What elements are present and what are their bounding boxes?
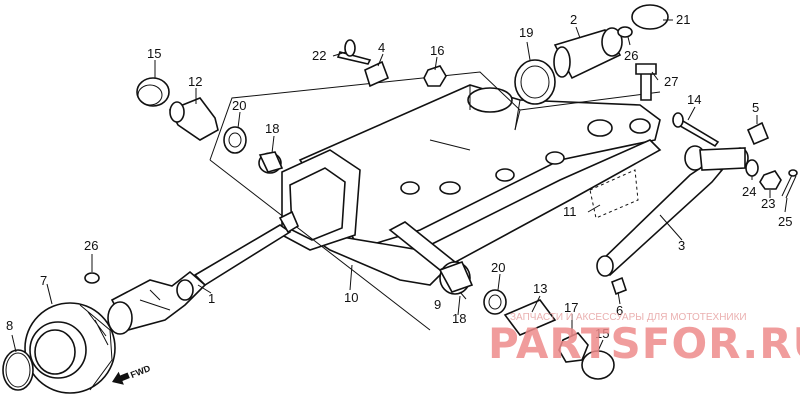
callout-19: 19 xyxy=(519,25,533,40)
callout-9: 9 xyxy=(434,297,441,312)
callout-6: 6 xyxy=(616,303,623,318)
callout-13: 13 xyxy=(533,281,547,296)
fwd-label: FWD xyxy=(129,363,152,380)
callout-4: 4 xyxy=(378,40,385,55)
nut-17 xyxy=(558,332,589,363)
callout-18a: 18 xyxy=(265,121,279,136)
callout-20b: 20 xyxy=(491,260,505,275)
group-outline xyxy=(209,71,661,331)
pin-25 xyxy=(781,169,798,199)
callout-labels: 1 2 3 4 5 6 7 8 9 10 11 12 13 14 15 15 1… xyxy=(6,12,792,341)
callout-14: 14 xyxy=(687,92,701,107)
callout-11: 11 xyxy=(563,204,577,219)
nut-16 xyxy=(423,65,447,87)
callout-1: 1 xyxy=(208,291,215,306)
callout-17: 17 xyxy=(564,300,578,315)
bearing-left xyxy=(223,126,247,154)
callout-5: 5 xyxy=(752,100,759,115)
callout-23: 23 xyxy=(761,196,775,211)
collar-left xyxy=(258,151,284,174)
plate-4 xyxy=(364,60,390,88)
pivot-bolt-left xyxy=(168,97,219,141)
forward-direction-marker: FWD xyxy=(112,363,152,385)
washer-24 xyxy=(745,159,759,177)
clip-left xyxy=(84,272,100,284)
callout-15a: 15 xyxy=(147,46,161,61)
watermark-brand: PARTSFOR.RU xyxy=(488,319,800,368)
watermark: ЗАПЧАСТИ И АКСЕССУАРЫ ДЛЯ МОТОТЕХНИКИ PA… xyxy=(488,312,800,368)
callout-2: 2 xyxy=(570,12,577,27)
callout-10: 10 xyxy=(344,290,358,305)
bolt-22 xyxy=(336,39,372,65)
callout-18b: 18 xyxy=(452,311,466,326)
callout-20a: 20 xyxy=(232,98,246,113)
bolt-27 xyxy=(635,63,657,101)
seal-19 xyxy=(514,59,556,105)
collar-5 xyxy=(746,121,770,146)
clip-26-top xyxy=(617,26,633,38)
boot-ring xyxy=(2,349,34,391)
callout-26b: 26 xyxy=(624,48,638,63)
leader-lines xyxy=(11,19,788,353)
callout-16: 16 xyxy=(430,43,444,58)
callout-22: 22 xyxy=(312,48,326,63)
callout-12: 12 xyxy=(188,74,202,89)
rubber-boot xyxy=(24,302,116,394)
cap-6 xyxy=(611,276,627,296)
callout-25: 25 xyxy=(778,214,792,229)
callout-21: 21 xyxy=(676,12,690,27)
collar-9 xyxy=(438,260,474,295)
cover-2 xyxy=(553,27,623,80)
callout-3: 3 xyxy=(678,238,685,253)
watermark-tagline: ЗАПЧАСТИ И АКСЕССУАРЫ ДЛЯ МОТОТЕХНИКИ xyxy=(510,312,747,323)
swingarm xyxy=(281,84,662,286)
callout-8: 8 xyxy=(6,318,13,333)
ring-21 xyxy=(631,4,669,30)
callout-27: 27 xyxy=(664,74,678,89)
callout-15b: 15 xyxy=(595,326,609,341)
nut-23 xyxy=(759,170,782,190)
torque-rod xyxy=(596,145,749,277)
bearing-right xyxy=(483,289,507,315)
callout-7: 7 xyxy=(40,273,47,288)
bolt-14 xyxy=(672,112,720,148)
dust-seal-left xyxy=(136,77,170,107)
pivot-bolt-right xyxy=(503,299,557,336)
callout-26a: 26 xyxy=(84,238,98,253)
callout-24: 24 xyxy=(742,184,756,199)
drive-shaft xyxy=(107,210,300,335)
